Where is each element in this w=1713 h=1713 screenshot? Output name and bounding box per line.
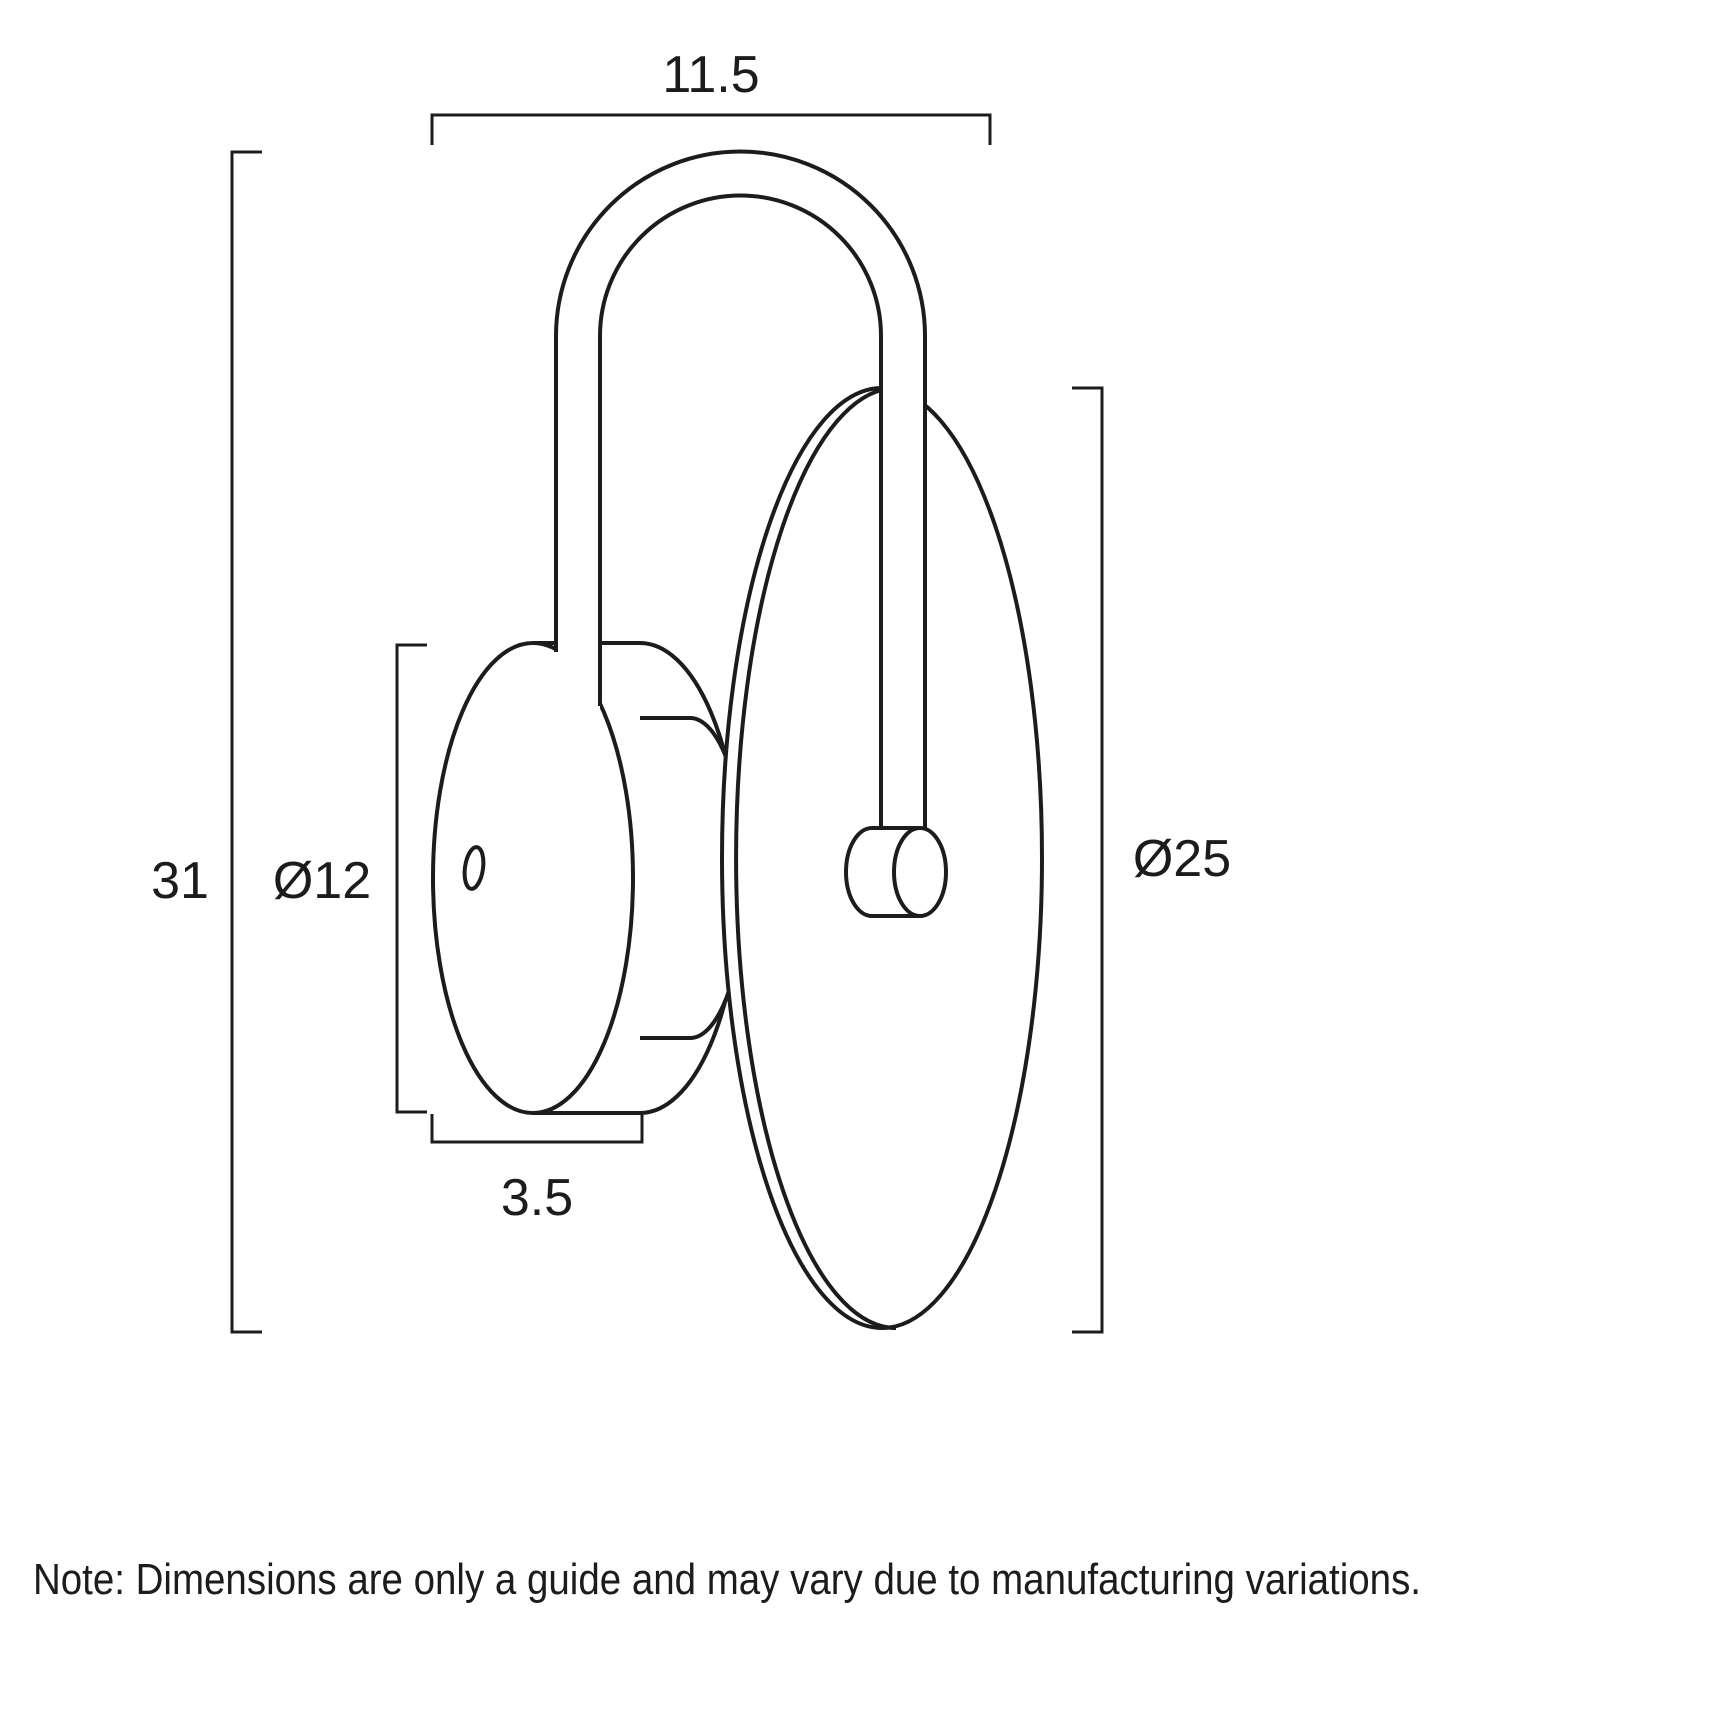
dim-shade-diameter-bracket	[1072, 386, 1104, 1334]
dim-width-bracket	[430, 113, 992, 145]
arm-right-leg-fill	[881, 334, 925, 830]
arm-arch-outline	[554, 149, 927, 337]
dim-height-label: 31	[151, 852, 209, 910]
arm-left-leg-fill	[556, 334, 600, 710]
shade-rim-edge	[734, 386, 897, 1330]
mounting-slot	[462, 845, 486, 891]
dimension-annotations: 11.5 31 Ø12 3.5 Ø25	[151, 46, 1231, 1334]
knob-end-cap	[892, 826, 948, 918]
sconce-drawing	[431, 149, 1044, 1330]
dim-shade-diameter-label: Ø25	[1133, 830, 1231, 888]
dim-canopy-depth-label: 3.5	[501, 1169, 573, 1227]
note-text: Note: Dimensions are only a guide and ma…	[33, 1555, 1421, 1604]
dim-height-bracket	[230, 150, 262, 1334]
arm-left-leg-outline	[554, 336, 602, 706]
arm-right-leg-outline	[879, 336, 927, 830]
dim-width-label: 11.5	[662, 46, 759, 104]
knob-outline	[844, 826, 920, 918]
dim-canopy-diameter-label: Ø12	[273, 852, 371, 910]
dim-canopy-diameter-bracket	[395, 643, 427, 1114]
arm-arch-fill	[556, 151, 925, 336]
holder-fill	[640, 718, 745, 1038]
canopy-face	[431, 641, 635, 1115]
dim-canopy-depth-bracket	[430, 1114, 644, 1144]
